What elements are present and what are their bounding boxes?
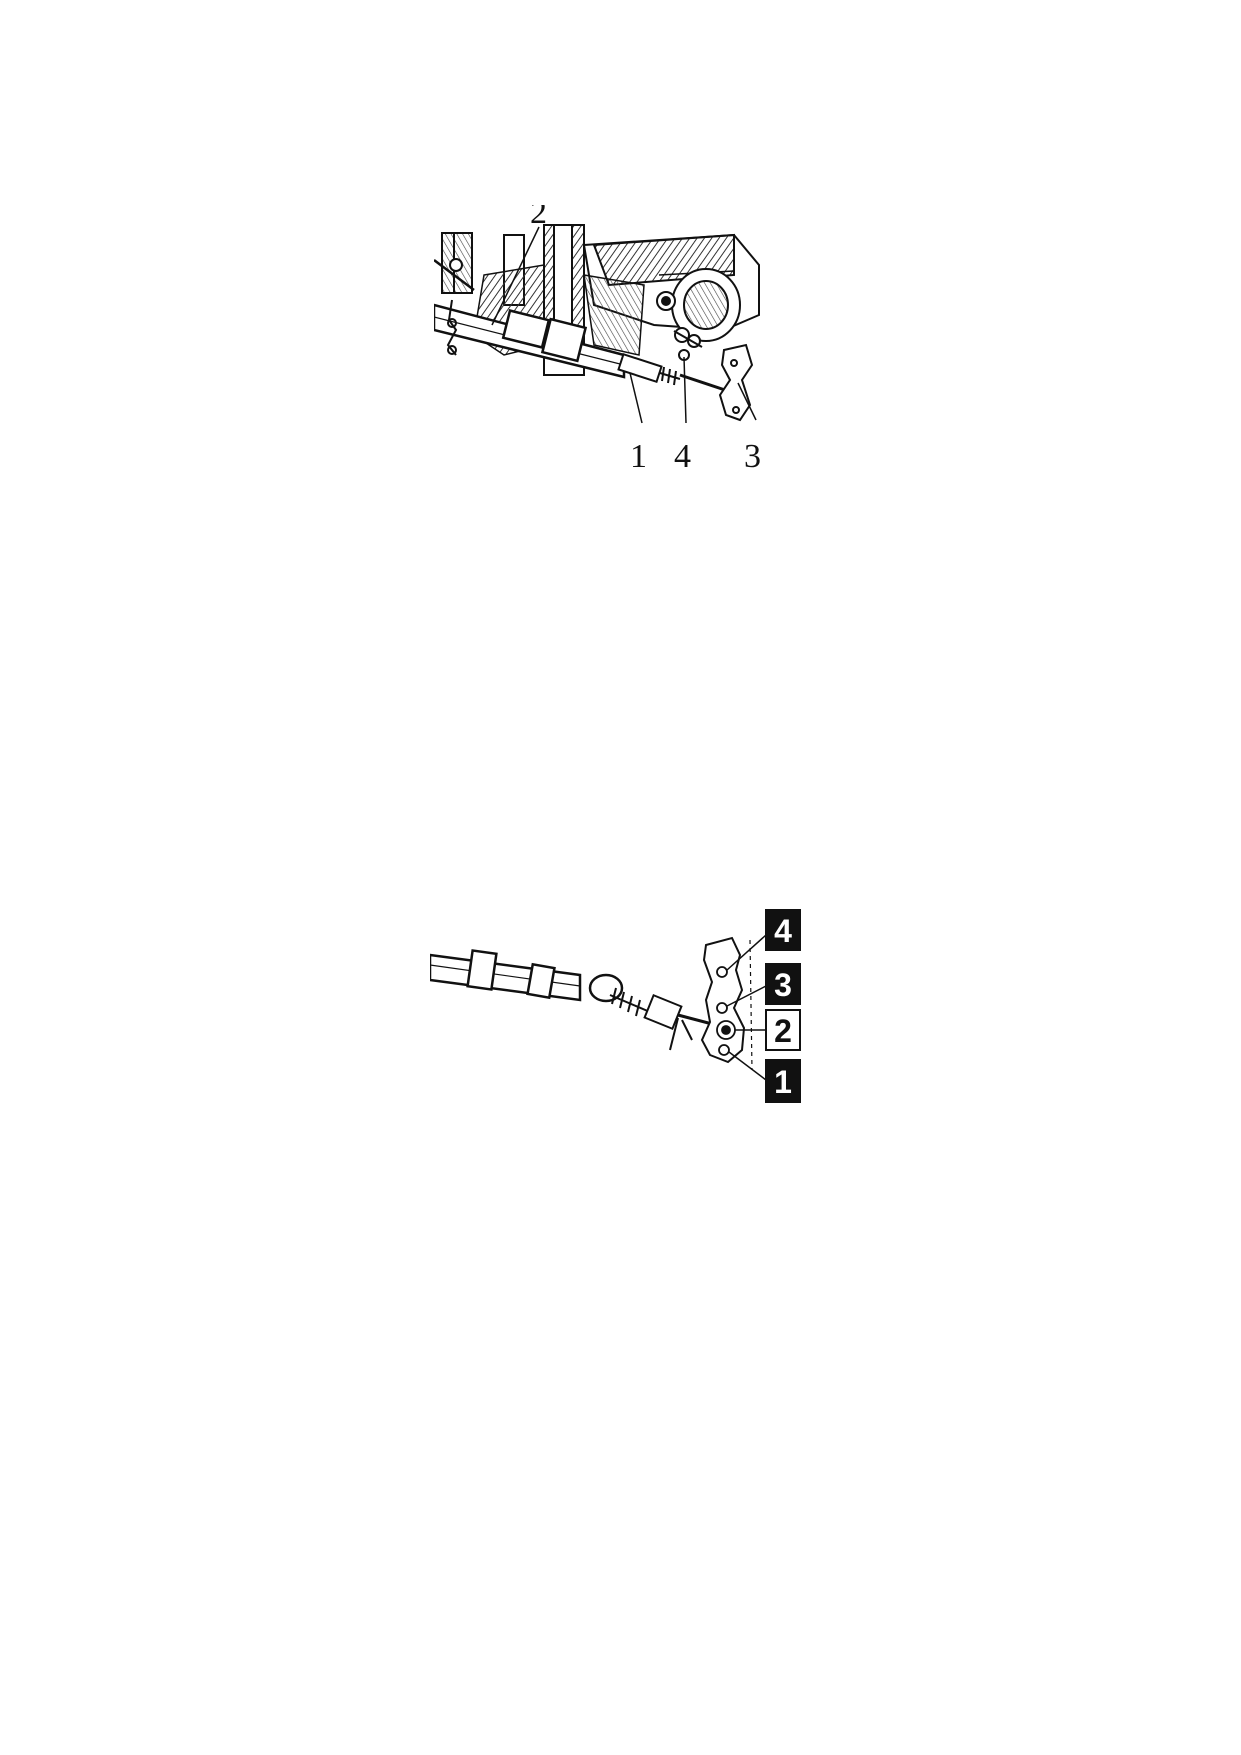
leader-lines: [491, 226, 757, 424]
position-leaders: [726, 934, 767, 1081]
linkage-drawing-top: 2 1 4 3: [434, 205, 761, 475]
callout-3: 3: [744, 438, 761, 475]
bracket-holes: [716, 966, 736, 1056]
position-label-2: 2: [774, 1013, 792, 1049]
callout-1: 1: [630, 438, 647, 475]
callout-4: 4: [674, 438, 691, 475]
position-label-3: 3: [774, 967, 792, 1003]
bracket-position-drawing: 4 3 2 1: [430, 909, 801, 1103]
position-label-4: 4: [774, 913, 792, 949]
stay-bracket: [718, 343, 754, 422]
callout-2: 2: [530, 205, 547, 231]
position-box-3: 3: [765, 963, 801, 1005]
link-arm-detail: [430, 949, 624, 1003]
hole-3: [716, 1002, 728, 1014]
position-box-2-selected: 2: [765, 1009, 801, 1051]
linkage-illustration-top: 2 1 4 3: [434, 205, 804, 485]
bolt-assembly: [673, 327, 703, 361]
lower-link-arm: [434, 303, 626, 379]
position-box-1: 1: [765, 1059, 801, 1103]
position-box-4: 4: [765, 909, 801, 951]
hole-4: [716, 966, 728, 978]
bracket-position-illustration: 4 3 2 1: [430, 900, 810, 1120]
position-label-1: 1: [774, 1064, 792, 1100]
check-chain: [446, 299, 458, 356]
hole-1: [718, 1044, 730, 1056]
